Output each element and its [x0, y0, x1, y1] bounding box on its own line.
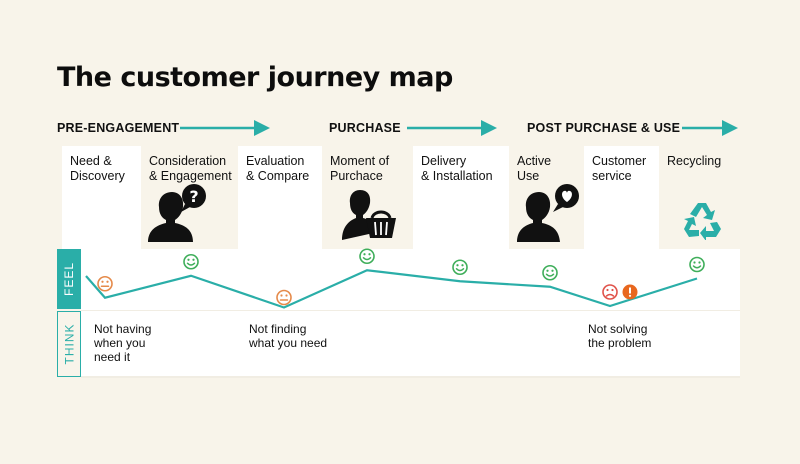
phase-pre-engagement: PRE-ENGAGEMENT: [57, 121, 180, 135]
happy-face-icon: [452, 259, 468, 276]
stage-recycling: Recycling: [659, 146, 740, 249]
page-title: The customer journey map: [57, 62, 453, 93]
stage-customer-service: Customer service: [584, 146, 659, 249]
phase-purchase: PURCHASE: [329, 121, 401, 135]
feel-curve-line: [85, 269, 698, 309]
think-tab: THINK: [57, 311, 81, 377]
feel-tab: FEEL: [57, 249, 81, 309]
stage-label: Customer service: [592, 154, 647, 183]
person-basket-icon: [342, 190, 396, 240]
happy-face-icon: [689, 256, 705, 273]
neutral-face-icon: [97, 275, 113, 292]
stage-label: Active Use: [517, 154, 552, 183]
sad-face-icon: [602, 284, 618, 300]
happy-face-icon: [359, 248, 375, 265]
stage-purchase: Moment of Purchace: [322, 146, 413, 249]
stage-need-discovery: Need & Discovery: [62, 146, 141, 249]
thought-text: Not finding what you need: [249, 322, 328, 350]
arrow-right-icon: [180, 120, 270, 136]
neutral-face-icon: [276, 289, 292, 306]
person-question-icon: ?: [148, 184, 206, 242]
stage-evaluation: Evaluation & Compare: [238, 146, 322, 249]
thought-text: Not having when you need it: [94, 322, 152, 364]
recycle-icon: [684, 203, 721, 240]
phase-post-purchase: POST PURCHASE & USE: [527, 121, 681, 135]
stage-consideration: Consideration & Engagement ?: [141, 146, 238, 249]
person-heart-icon: [517, 184, 579, 242]
arrow-right-icon: [407, 120, 497, 136]
stage-label: Evaluation & Compare: [246, 154, 310, 183]
stage-label: Recycling: [667, 154, 722, 168]
stage-delivery: Delivery & Installation: [413, 146, 509, 249]
arrow-right-icon: [682, 120, 738, 136]
stage-label: Delivery & Installation: [421, 154, 493, 183]
divider: [81, 376, 740, 378]
happy-face-icon: [542, 264, 558, 281]
stage-label: Moment of Purchace: [330, 154, 390, 183]
stage-active-use: Active Use: [509, 146, 584, 249]
stage-label: Need & Discovery: [70, 154, 125, 183]
thought-text: Not solving the problem: [588, 322, 652, 350]
think-row: [81, 311, 740, 377]
alert-icon: [622, 284, 638, 300]
happy-face-icon: [183, 253, 199, 270]
stage-label: Consideration & Engagement: [149, 154, 232, 183]
svg-text:?: ?: [189, 187, 198, 206]
